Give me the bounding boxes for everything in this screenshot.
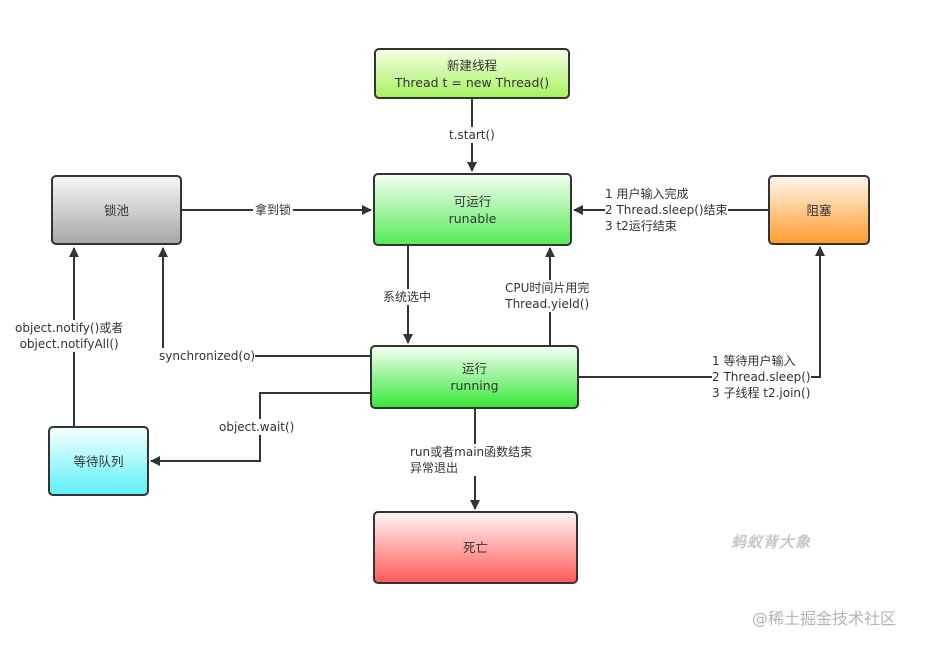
edge-label-notify-line1: object.notify()或者 xyxy=(15,321,124,335)
author-watermark: 蚂蚁背大象 xyxy=(731,533,812,551)
edge-label-terminate-line2: 异常退出 xyxy=(410,461,459,475)
edge-label-block: 1 等待用户输入 2 Thread.sleep() 3 子线程 t2.join(… xyxy=(712,353,811,401)
edge-label-start: t.start() xyxy=(449,127,495,143)
node-runnable-subtitle: runable xyxy=(448,210,497,226)
node-dead-title: 死亡 xyxy=(462,540,488,555)
edge-label-wait: object.wait() xyxy=(219,419,295,435)
edge-label-scheduled: 系统选中 xyxy=(383,289,432,305)
node-running-title: 运行 xyxy=(461,361,487,376)
node-dead: 死亡 xyxy=(373,511,578,584)
edge-label-yield-line1: CPU时间片用完 xyxy=(505,281,590,295)
edge-label-terminate: run或者main函数结束 异常退出 xyxy=(410,444,533,476)
edge-label-block-line2: 2 Thread.sleep() xyxy=(712,370,811,384)
edge-label-notify-line2: object.notifyAll() xyxy=(19,337,119,351)
edge-label-unblock: 1 用户输入完成 2 Thread.sleep()结束 3 t2运行结束 xyxy=(605,186,728,234)
edge-synchronized xyxy=(158,247,370,357)
node-wait-queue-title: 等待队列 xyxy=(73,453,124,469)
site-watermark: @稀土掘金技术社区 xyxy=(752,609,897,628)
edge-label-unblock-line2: 2 Thread.sleep()结束 xyxy=(605,203,728,217)
node-blocked-title: 阻塞 xyxy=(806,202,832,218)
node-runnable: 可运行 runable xyxy=(373,173,572,246)
edge-label-unblock-line3: 3 t2运行结束 xyxy=(605,219,677,233)
node-blocked: 阻塞 xyxy=(768,175,870,245)
edge-label-got-lock: 拿到锁 xyxy=(253,202,294,218)
edge-label-synchronized: synchronized(o) xyxy=(159,348,256,364)
node-new-thread-title: 新建线程 xyxy=(446,57,497,73)
node-running-subtitle: running xyxy=(450,378,499,393)
edge-label-yield: CPU时间片用完 Thread.yield() xyxy=(505,280,590,312)
edge-label-yield-line2: Thread.yield() xyxy=(505,297,590,311)
node-new-thread-code: Thread t = new Thread() xyxy=(394,74,550,90)
node-lock-pool: 锁池 xyxy=(51,175,182,245)
edge-label-block-line1: 1 等待用户输入 xyxy=(712,354,796,368)
node-running: 运行 running xyxy=(370,345,579,409)
node-runnable-title: 可运行 xyxy=(453,193,492,209)
edge-block xyxy=(579,246,825,378)
edge-label-notify: object.notify()或者 object.notifyAll() xyxy=(15,320,124,352)
edge-label-block-line3: 3 子线程 t2.join() xyxy=(712,386,811,400)
node-lock-pool-title: 锁池 xyxy=(103,202,129,218)
edge-label-terminate-line1: run或者main函数结束 xyxy=(410,445,533,459)
edge-label-unblock-line1: 1 用户输入完成 xyxy=(605,187,689,201)
node-wait-queue: 等待队列 xyxy=(48,426,149,496)
node-new-thread: 新建线程 Thread t = new Thread() xyxy=(374,48,570,99)
